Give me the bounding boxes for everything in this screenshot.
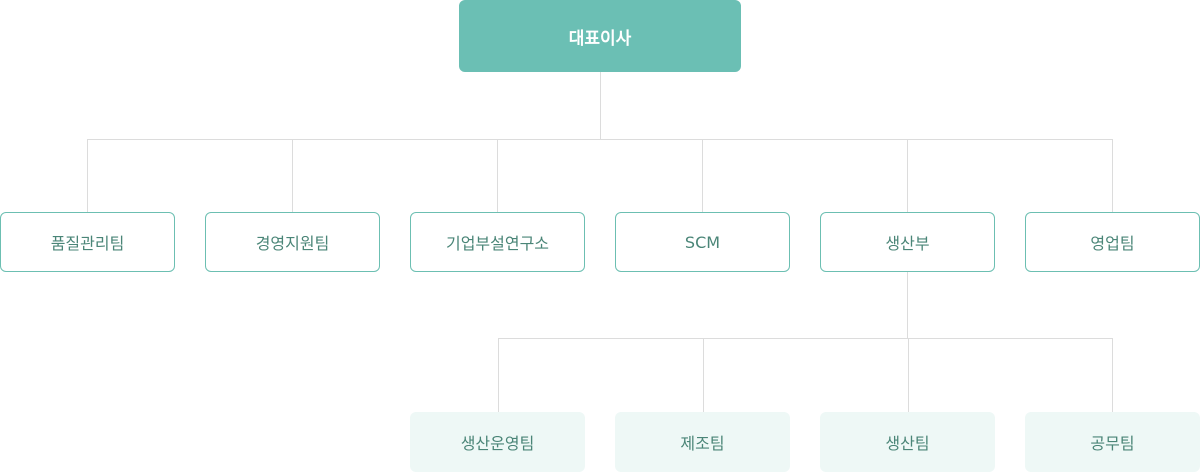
team-manufacturing: 제조팀: [615, 412, 790, 472]
team-engineering: 공무팀: [1025, 412, 1200, 472]
team-production: 생산팀: [820, 412, 995, 472]
connector: [907, 139, 908, 212]
connector: [702, 139, 703, 212]
connector: [908, 338, 909, 412]
dept-management-support: 경영지원팀: [205, 212, 380, 272]
connector: [497, 139, 498, 212]
connector: [292, 139, 293, 212]
connector: [87, 139, 1113, 140]
connector: [1112, 338, 1113, 412]
connector: [907, 272, 908, 338]
dept-quality: 품질관리팀: [0, 212, 175, 272]
connector: [87, 139, 88, 212]
dept-research-institute: 기업부설연구소: [410, 212, 585, 272]
dept-scm: SCM: [615, 212, 790, 272]
connector: [703, 338, 704, 412]
connector: [600, 72, 601, 139]
dept-sales: 영업팀: [1025, 212, 1200, 272]
dept-production: 생산부: [820, 212, 995, 272]
team-production-operations: 생산운영팀: [410, 412, 585, 472]
ceo-node: 대표이사: [459, 0, 741, 72]
connector: [498, 338, 1113, 339]
connector: [1112, 139, 1113, 212]
connector: [498, 338, 499, 412]
